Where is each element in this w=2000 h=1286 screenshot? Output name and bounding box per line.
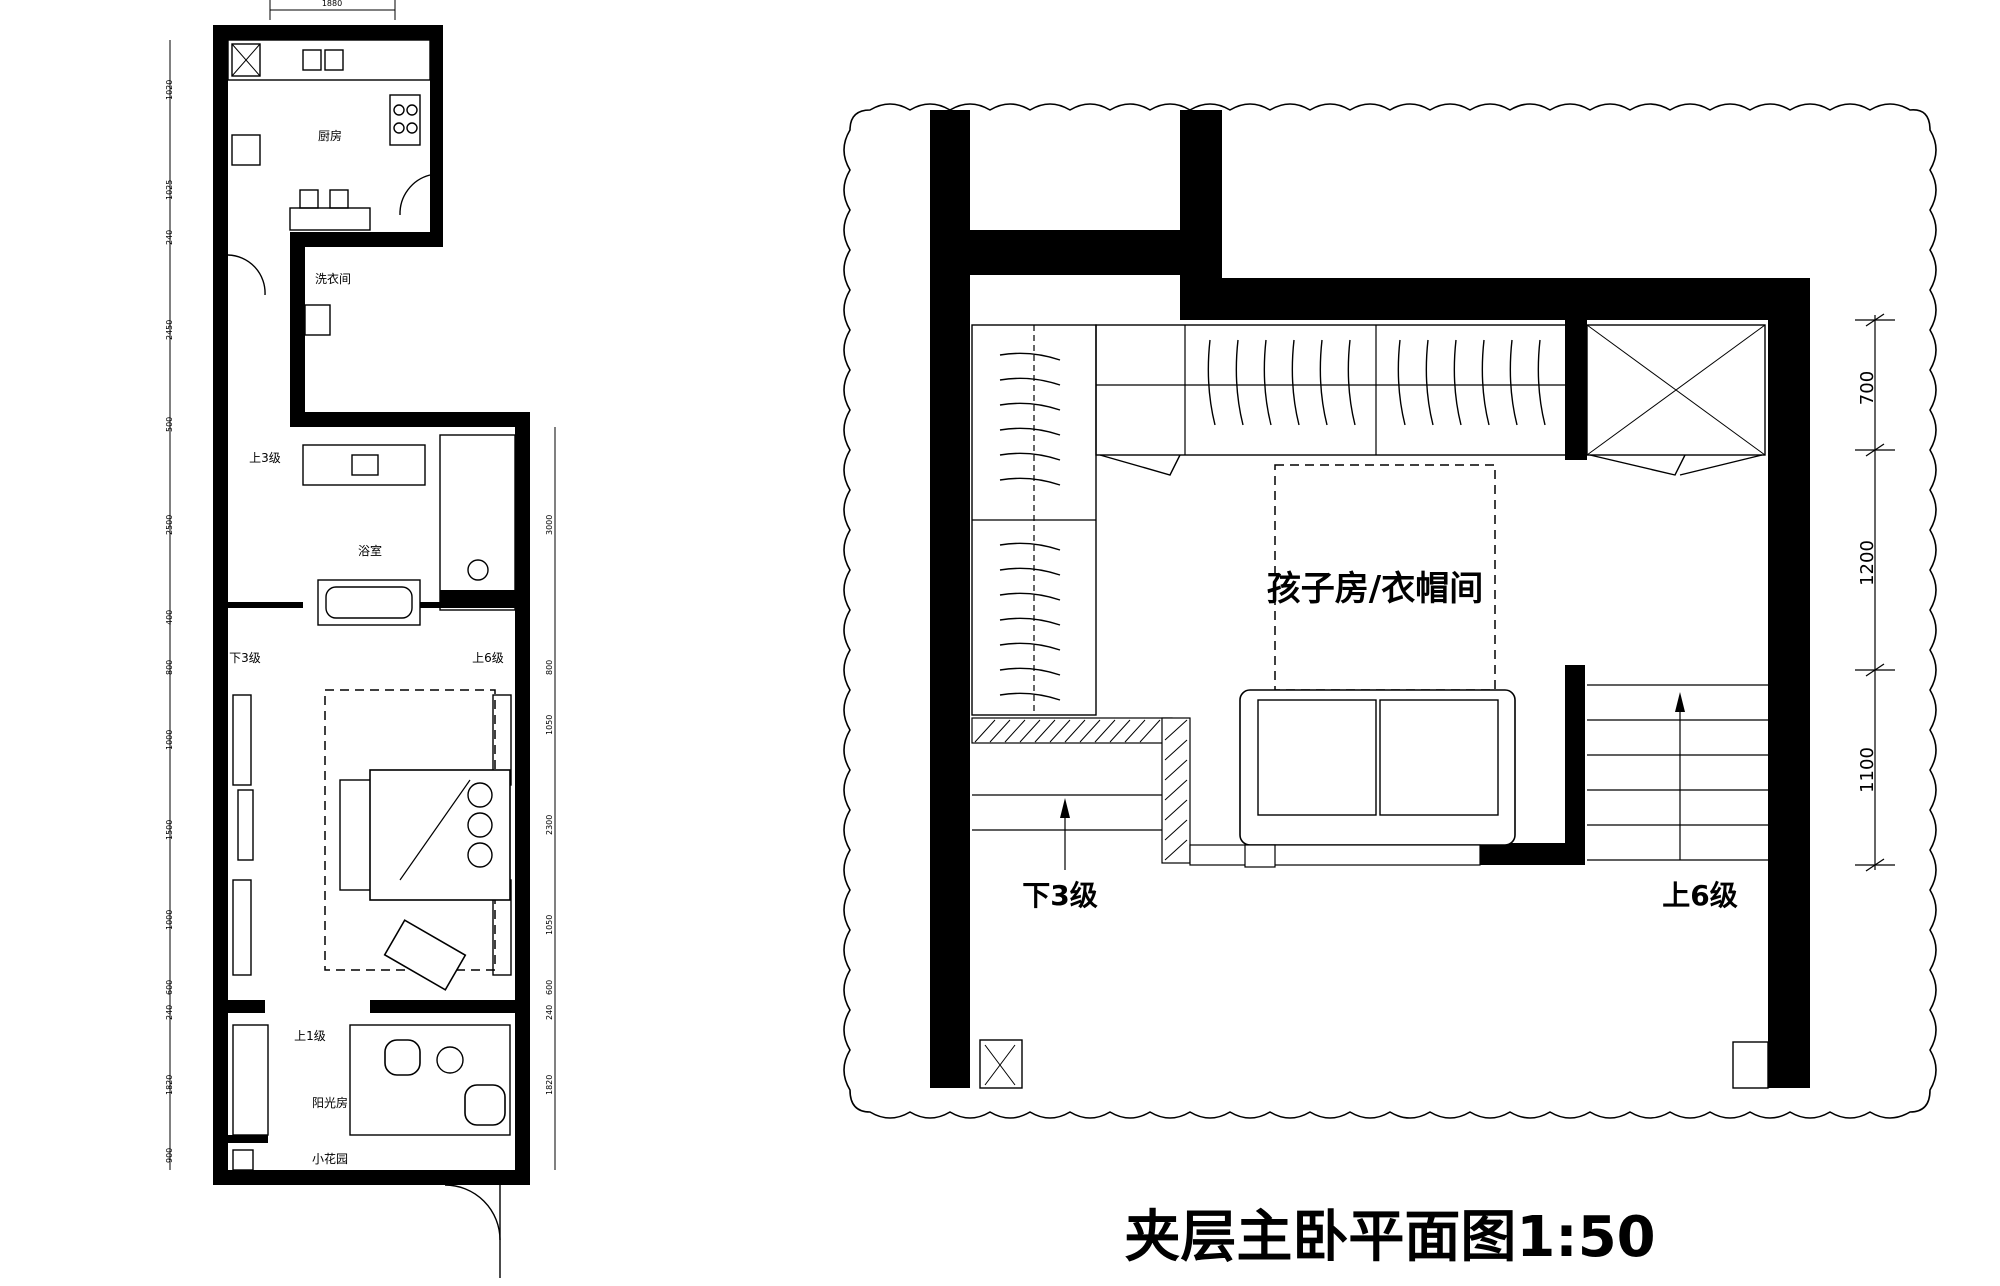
left-dim: 1000 bbox=[165, 910, 174, 930]
room-label: 孩子房/衣帽间 bbox=[1267, 569, 1483, 609]
hatched-partition bbox=[971, 717, 1481, 868]
right-dim: 1820 bbox=[545, 1075, 554, 1095]
left-dim: 2450 bbox=[165, 320, 174, 340]
dim-1200: 1200 bbox=[1857, 540, 1878, 586]
corner-fixture-left bbox=[979, 1039, 1023, 1089]
sunroom: 阳光房 bbox=[232, 1024, 511, 1136]
right-dimension-chain: 3000 800 1050 2300 1050 600 240 1820 bbox=[545, 427, 556, 1170]
left-dim: 1000 bbox=[165, 730, 174, 750]
stair-down-label: 下3级 bbox=[1022, 879, 1097, 912]
stair-up-1-label: 上1级 bbox=[294, 1029, 326, 1043]
right-dim: 2300 bbox=[545, 815, 554, 835]
left-dim: 1020 bbox=[165, 80, 174, 100]
right-dim: 1050 bbox=[545, 915, 554, 935]
top-dimension-line: 1880 bbox=[269, 0, 396, 20]
stair-down: 下3级 bbox=[972, 794, 1162, 912]
right-dim: 600 bbox=[545, 980, 554, 995]
stair-up-6-label: 上6级 bbox=[472, 651, 504, 665]
bathroom-label: 浴室 bbox=[358, 543, 382, 558]
left-dim: 800 bbox=[165, 660, 174, 675]
left-dim: 500 bbox=[165, 417, 174, 432]
bathroom: 浴室 上3级 bbox=[249, 434, 516, 626]
left-dim: 1820 bbox=[165, 1075, 174, 1095]
left-dim: 240 bbox=[165, 230, 174, 245]
laundry: 洗衣间 bbox=[227, 254, 351, 336]
stair-down-3-label: 下3级 bbox=[229, 651, 261, 665]
top-dimension: 1880 bbox=[322, 0, 342, 8]
stair-up-label: 上6级 bbox=[1662, 879, 1737, 912]
right-dim: 240 bbox=[545, 1005, 554, 1020]
left-plan-walls bbox=[213, 25, 530, 1185]
left-dim: 1025 bbox=[165, 180, 174, 200]
left-dim: 1500 bbox=[165, 820, 174, 840]
right-dim: 800 bbox=[545, 660, 554, 675]
left-floor-plan: 1880 bbox=[165, 0, 556, 1278]
left-dimension-chain: 1020 1025 240 2450 500 2500 400 800 1000… bbox=[165, 40, 174, 1170]
stair-up: 上6级 bbox=[1587, 684, 1768, 912]
wardrobe-top bbox=[1095, 324, 1567, 476]
garden: 小花园 bbox=[232, 1149, 501, 1278]
drawing-title: 夹层主卧平面图1:50 bbox=[1124, 1205, 1655, 1270]
right-floor-plan: 孩子房/衣帽间 下3级 bbox=[843, 103, 1937, 1119]
right-dim: 1050 bbox=[545, 715, 554, 735]
garden-label: 小花园 bbox=[312, 1151, 348, 1166]
sofa bbox=[1239, 689, 1516, 846]
left-dim: 400 bbox=[165, 610, 174, 625]
corner-fixture-right bbox=[1732, 1041, 1769, 1089]
left-dim: 900 bbox=[165, 1148, 174, 1163]
bedroom: 下3级 上6级 上1级 bbox=[229, 651, 512, 1043]
left-dim: 240 bbox=[165, 1005, 174, 1020]
right-dim: 3000 bbox=[545, 515, 554, 535]
left-dim: 600 bbox=[165, 980, 174, 995]
kitchen: 厨房 bbox=[227, 39, 431, 231]
right-plan-dimensions: 700 1200 1100 bbox=[1855, 313, 1895, 872]
laundry-label: 洗衣间 bbox=[315, 271, 351, 286]
right-plan-walls bbox=[930, 110, 1810, 1088]
storage-cabinet bbox=[1586, 324, 1766, 476]
stair-up-3-label: 上3级 bbox=[249, 451, 281, 465]
sunroom-label: 阳光房 bbox=[312, 1095, 348, 1110]
wardrobe-left bbox=[971, 324, 1097, 716]
left-dim: 2500 bbox=[165, 515, 174, 535]
dim-1100: 1100 bbox=[1857, 747, 1878, 793]
kitchen-label: 厨房 bbox=[318, 128, 342, 143]
dim-700: 700 bbox=[1857, 371, 1878, 405]
cloud-border bbox=[843, 103, 1937, 1119]
